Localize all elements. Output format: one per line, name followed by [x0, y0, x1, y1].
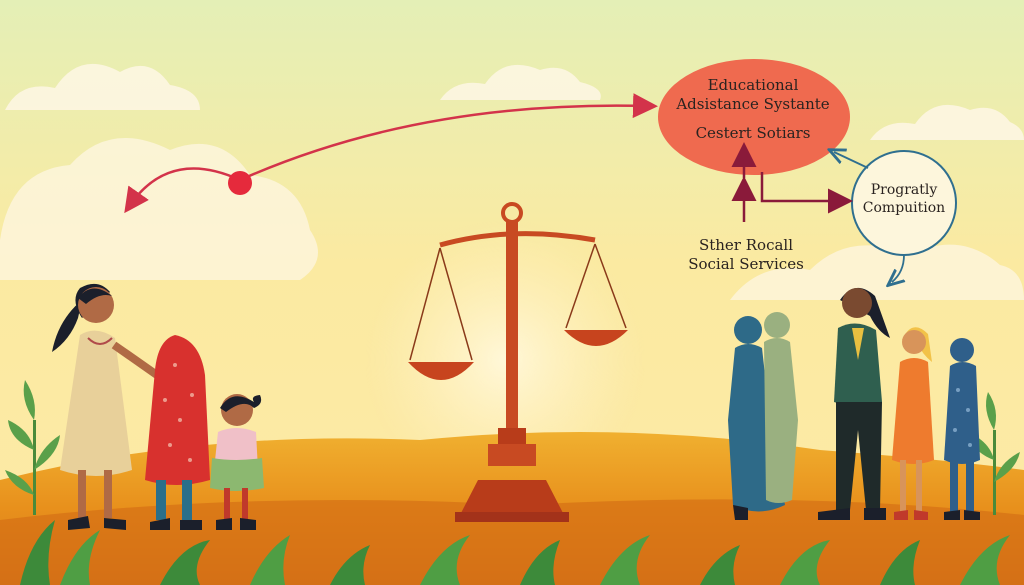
maroon-arrow-right: [760, 172, 853, 214]
oval-line-2: Adsistance Systante: [676, 94, 830, 113]
social-services-label: Sther Rocall Social Services: [676, 236, 816, 274]
family-group: [52, 283, 264, 530]
balance-scale-icon: [408, 202, 628, 522]
circle-line-1: Progratly: [870, 182, 938, 198]
left-plant: [5, 380, 60, 515]
oval-line-3: Cestert Sotiars: [695, 123, 811, 142]
sun: [365, 220, 645, 500]
red-arrow-left: [124, 167, 241, 214]
oval-label: Educational Adsistance Systante Cestert …: [665, 76, 841, 142]
oval-line-1: Educational: [707, 76, 799, 94]
blue-arrow-up: [834, 152, 869, 169]
circle-label: Progratly Compuition: [852, 182, 956, 217]
community-group: [728, 287, 980, 520]
educational-oval: [658, 59, 850, 175]
social-line-2: Social Services: [688, 254, 804, 273]
red-arrow-to-oval: [239, 93, 658, 182]
red-dot: [228, 171, 252, 195]
circle-line-2: Compuition: [862, 199, 946, 216]
foreground-plants: [20, 520, 1010, 585]
social-line-1: Sther Rocall: [698, 236, 794, 254]
blue-arrow-down: [892, 254, 904, 282]
